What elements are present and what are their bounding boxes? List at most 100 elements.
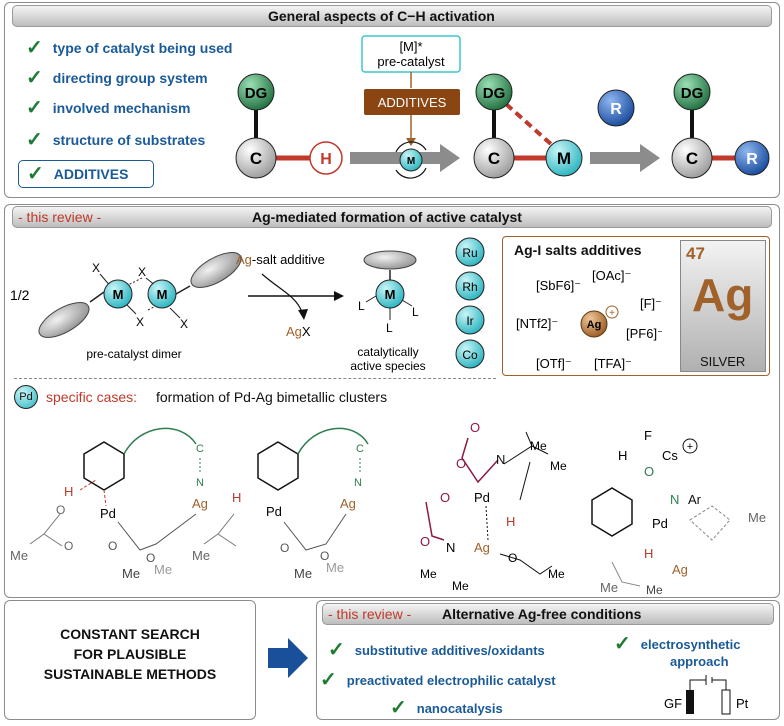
ag-salts-box: [502, 236, 770, 376]
element-symbol: Ag: [692, 269, 754, 321]
precat-line1: [M]*: [399, 39, 422, 54]
atom-c-3: C: [686, 149, 698, 168]
precat-dimer-label: pre-catalyst dimer: [86, 347, 181, 361]
ag-free-item-oxidants: ✓ substitutive additives/oxidants: [328, 640, 545, 660]
svg-text:Me: Me: [548, 567, 565, 581]
general-aspects-title: General aspects of C−H activation: [268, 8, 495, 24]
ag-atom-2: Ag: [340, 496, 356, 511]
constant-search-line3: SUSTAINABLE METHODS: [43, 666, 217, 682]
check-icon: ✓: [328, 639, 345, 661]
pt-label: Pt: [736, 696, 749, 711]
half-label: 1/2: [10, 287, 30, 303]
check-icon: ✓: [390, 697, 407, 719]
me-2: Me: [192, 548, 210, 563]
pd-ag-clusters: C N Ag Pd H Me O O O O Me Me C N Ag Pd H…: [10, 420, 766, 596]
dimer-m-1: M: [113, 287, 124, 302]
n-label-2: N: [354, 477, 362, 489]
ag-atom-1: Ag: [192, 496, 208, 511]
active-label-1: catalytically: [357, 345, 418, 359]
review-tag-1: - this review -: [18, 209, 102, 225]
constant-search-panel: [4, 600, 256, 720]
svg-text:N: N: [670, 492, 679, 507]
svg-text:O: O: [644, 464, 654, 479]
silver-element-tile: [680, 240, 766, 372]
additives-label: ADDITIVES: [378, 95, 447, 110]
ag-salts-title: Ag-I salts additives: [514, 242, 642, 258]
svg-text:Me: Me: [294, 566, 312, 581]
catalyst-formation-scheme: 1/2 X X X X M M pre-catalyst dimer Ag-sa…: [10, 237, 485, 373]
electro-label-2: approach: [670, 654, 729, 669]
x-ligand-3: X: [136, 315, 144, 329]
ag-free-item-electrophilic: ✓ preactivated electrophilic catalyst: [320, 670, 556, 690]
check-icon: ✓: [26, 97, 43, 119]
atom-h: H: [320, 151, 332, 168]
check-label: structure of substrates: [52, 132, 206, 148]
pd-badge: Pd: [14, 385, 38, 409]
me-1: Me: [10, 548, 28, 563]
atom-dg-3: DG: [681, 85, 704, 102]
element-name: SILVER: [700, 354, 746, 369]
pd-atom-3: Pd: [474, 490, 490, 505]
review-tag-2: - this review -: [328, 606, 412, 622]
x-ligand-4: X: [180, 317, 188, 331]
ag-free-item-nano: ✓ nanocatalysis: [390, 698, 503, 718]
svg-text:Me: Me: [600, 580, 618, 595]
h-atom-2: H: [232, 490, 241, 505]
metal-rh: Rh: [462, 280, 477, 294]
check-icon: ✓: [26, 129, 43, 151]
check-label: type of catalyst being used: [52, 40, 233, 56]
ag-mediated-header: [12, 206, 772, 228]
svg-text:O: O: [456, 456, 466, 471]
clusters-label: formation of Pd-Ag bimetallic clusters: [156, 389, 388, 405]
pd-atom-4: Pd: [652, 516, 668, 531]
salt-f: [F]⁻: [640, 296, 662, 311]
ag-free-item-electro: ✓ electrosynthetic: [614, 634, 740, 654]
svg-text:O: O: [440, 490, 450, 505]
salt-ntf2: [NTf2]⁻: [516, 316, 558, 331]
l-ligand-1: L: [358, 299, 365, 313]
svg-text:Ar: Ar: [688, 492, 702, 507]
check-icon: ✓: [614, 633, 631, 655]
atom-r-2: R: [746, 151, 758, 168]
svg-text:Me: Me: [646, 583, 663, 596]
ag-atom-4: Ag: [672, 562, 688, 577]
check-label: directing group system: [52, 70, 208, 86]
ch-activation-scheme: DG C H [M]* pre-catalyst ADDITIVES M DG …: [235, 35, 770, 179]
n-atom-3b: N: [446, 540, 455, 555]
svg-text:Me: Me: [154, 562, 172, 577]
metal-ru: Ru: [462, 246, 477, 260]
active-m: M: [385, 287, 396, 302]
svg-text:+: +: [609, 308, 615, 319]
salt-sbf6: [SbF6]⁻: [536, 278, 581, 293]
f-atom: F: [644, 428, 652, 443]
svg-text:O: O: [280, 541, 289, 555]
salt-oac: [OAc]⁻: [592, 268, 631, 283]
svg-text:O: O: [108, 539, 117, 553]
element-number: 47: [686, 244, 705, 263]
ag-free-title: Alternative Ag-free conditions: [442, 606, 642, 622]
cs-atom: Cs: [662, 448, 678, 463]
right-arrow-icon: [268, 638, 308, 678]
atom-m-2: M: [557, 149, 571, 168]
atom-dg-2: DG: [483, 85, 506, 102]
svg-text:O: O: [470, 420, 480, 435]
electro-label-1: electrosynthetic: [640, 636, 741, 652]
ag-salt-label: Ag-salt additive: [236, 252, 325, 267]
svg-text:O: O: [320, 549, 329, 563]
svg-text:Me: Me: [550, 459, 567, 473]
active-label-2: active species: [350, 359, 425, 373]
check-item-catalyst: ✓ type of catalyst being used: [26, 38, 232, 58]
svg-text:O: O: [56, 503, 65, 517]
salt-pf6: [PF6]⁻: [626, 326, 662, 341]
atom-m-cycle: M: [407, 156, 415, 167]
atom-dg-1: DG: [245, 85, 268, 102]
pd-atom-2: Pd: [266, 504, 282, 519]
check-item-directing: ✓ directing group system: [26, 68, 208, 88]
salt-otf: [OTf]⁻: [536, 356, 572, 371]
l-ligand-2: L: [412, 305, 419, 319]
check-item-substrates: ✓ structure of substrates: [26, 130, 205, 150]
precat-line2: pre-catalyst: [377, 54, 445, 69]
additives-check-label: ADDITIVES: [53, 166, 129, 182]
additives-check-box: ✓ ADDITIVES: [18, 160, 154, 188]
cn-label-1: C: [196, 443, 204, 455]
